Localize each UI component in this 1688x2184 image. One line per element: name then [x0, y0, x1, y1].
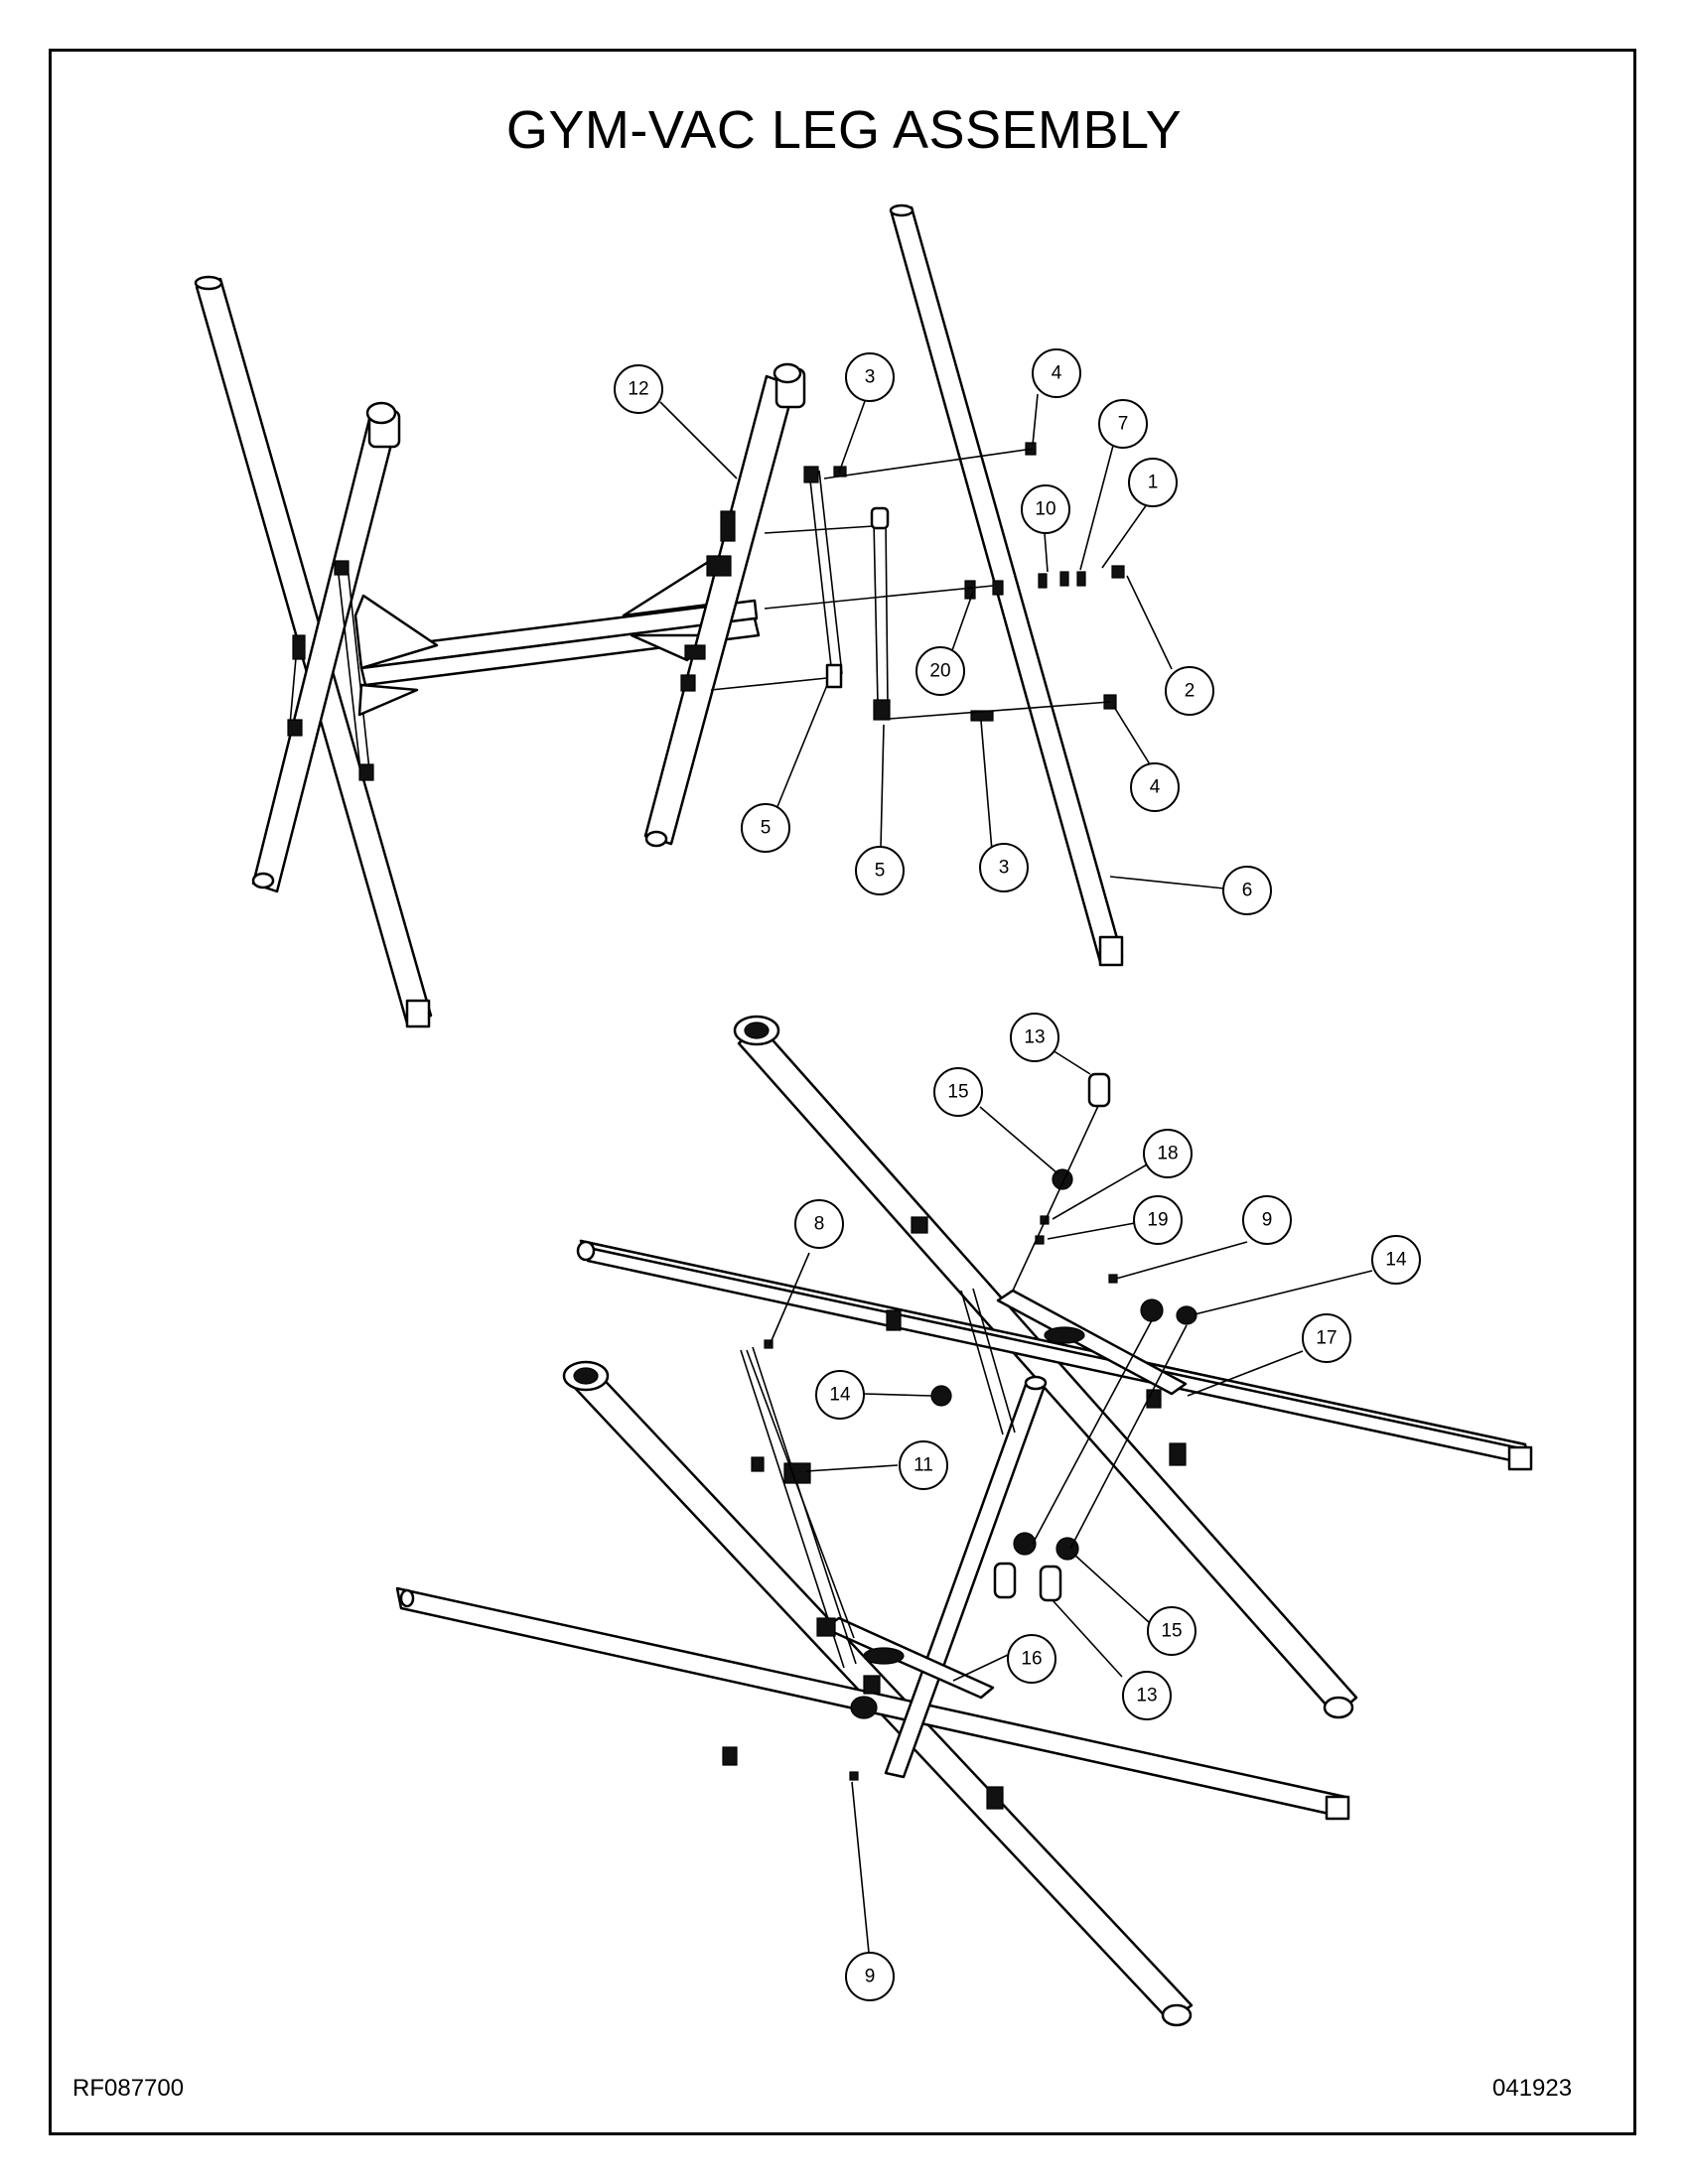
callout-label: 14 — [1385, 1250, 1407, 1271]
upper-leg-frame — [194, 204, 1125, 1028]
callout-label: 3 — [865, 367, 876, 388]
callout-label: 2 — [1185, 681, 1196, 702]
callout-label: 5 — [761, 818, 772, 839]
callout-label: 15 — [947, 1082, 968, 1103]
drawing-border — [49, 49, 1636, 2135]
callout-label: 20 — [929, 661, 950, 682]
lower-leg-frame — [395, 1015, 1533, 2027]
callout-label: 10 — [1035, 499, 1055, 520]
callout-label: 15 — [1161, 1621, 1182, 1642]
callout-label: 11 — [914, 1455, 933, 1476]
callout-label: 7 — [1118, 414, 1129, 435]
callout-label: 13 — [1136, 1686, 1157, 1706]
callout-label: 9 — [865, 1967, 876, 1987]
callout-label: 19 — [1147, 1210, 1168, 1231]
callout-label: 9 — [1262, 1210, 1273, 1231]
callout-label: 16 — [1021, 1649, 1042, 1670]
callout-label: 5 — [875, 861, 886, 882]
callout-label: 18 — [1157, 1144, 1178, 1164]
callout-label: 4 — [1150, 777, 1161, 798]
drawing-title: GYM-VAC LEG ASSEMBLY — [505, 100, 1183, 160]
document-number: RF087700 — [72, 2075, 185, 2102]
callout-label: 3 — [999, 858, 1010, 879]
callout-label: 4 — [1052, 363, 1062, 384]
revision-date-code: 041923 — [1492, 2075, 1573, 2102]
callout-label: 1 — [1148, 473, 1159, 493]
callout-label: 8 — [814, 1214, 825, 1235]
callout-label: 17 — [1316, 1328, 1336, 1349]
callout-label: 12 — [628, 379, 648, 400]
callout-label: 6 — [1242, 881, 1253, 901]
callout-label: 14 — [829, 1385, 851, 1406]
callout-label: 13 — [1024, 1027, 1045, 1048]
callouts: 12 3 4 7 1 10 20 2 4 5 5 3 6 13 15 18 8 — [614, 348, 1421, 2001]
